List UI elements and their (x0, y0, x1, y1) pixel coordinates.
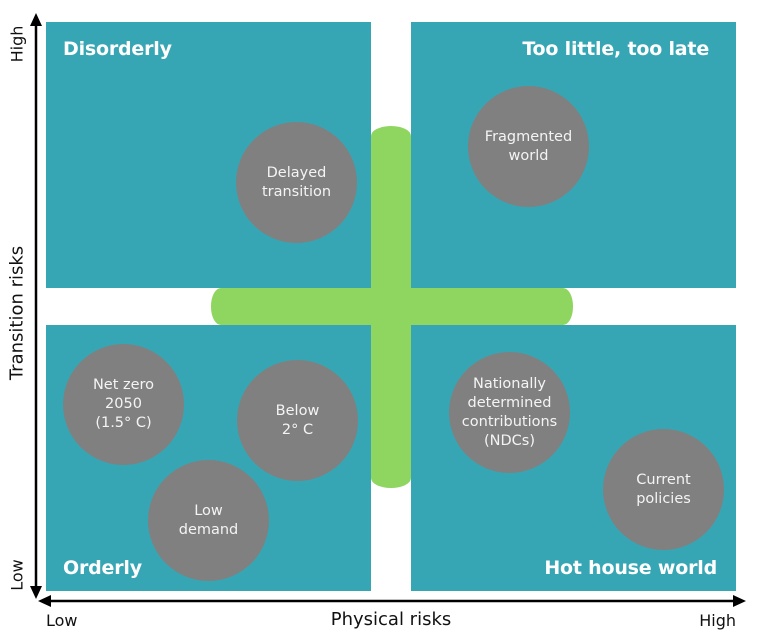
y-axis-line (30, 13, 42, 599)
quadrant-title: Too little, too late (522, 38, 709, 60)
x-axis-low-label: Low (46, 611, 78, 630)
scenario-fragmented-world: Fragmented world (468, 86, 589, 207)
scenario-delayed-transition: Delayed transition (236, 122, 357, 243)
y-axis-arrow-up-icon (30, 13, 42, 26)
scenario-net-zero-2050: Net zero 2050 (1.5° C) (63, 344, 184, 465)
y-axis-arrow-down-icon (30, 586, 42, 599)
scenario-below-2c: Below 2° C (237, 360, 358, 481)
scenario-low-demand: Low demand (148, 460, 269, 581)
y-axis-title: Transition risks (6, 245, 28, 381)
x-axis-line (38, 595, 746, 607)
scenario-ndcs: Nationally determined contributions (NDC… (449, 352, 570, 473)
scenario-current-policies: Current policies (603, 429, 724, 550)
x-axis-title: Physical risks (330, 609, 452, 630)
cross-horizontal-bar (211, 288, 573, 325)
quadrant-title: Hot house world (544, 557, 717, 579)
y-axis-high-label: High (7, 25, 27, 63)
y-axis-low-label: Low (7, 559, 27, 591)
quadrant-title: Disorderly (63, 38, 172, 60)
x-axis-arrow-right-icon (733, 595, 746, 607)
x-axis-arrow-left-icon (38, 595, 51, 607)
quadrant-title: Orderly (63, 557, 142, 579)
x-axis-high-label: High (699, 611, 736, 630)
